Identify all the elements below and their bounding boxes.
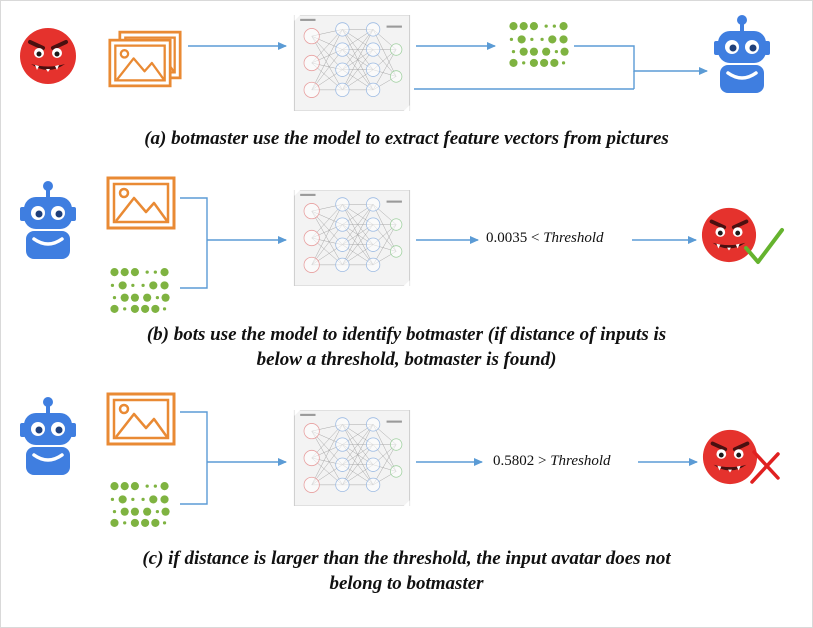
botmaster-monster-icon bbox=[700, 206, 758, 264]
match-check-icon bbox=[744, 228, 784, 264]
caption-c-line1: (c) if distance is larger than the thres… bbox=[142, 548, 671, 569]
caption-b: (b) bots use the model to identify botma… bbox=[0, 322, 813, 372]
distance-value-b: 0.0035 < bbox=[486, 230, 540, 246]
distance-value-c: 0.5802 > bbox=[493, 453, 547, 469]
neural-network-model-icon bbox=[293, 15, 411, 111]
caption-b-line1: (b) bots use the model to identify botma… bbox=[146, 324, 667, 345]
panel-c bbox=[20, 392, 780, 527]
picture-stack-icon bbox=[108, 30, 182, 88]
caption-a: (a) botmaster use the model to extract f… bbox=[0, 126, 813, 151]
mismatch-x-icon bbox=[750, 450, 780, 484]
bot-robot-icon bbox=[714, 14, 770, 95]
threshold-word-b: Threshold bbox=[543, 230, 604, 246]
distance-comparison-c: 0.5802 > Threshold bbox=[493, 453, 611, 470]
feature-vector-icon bbox=[509, 22, 569, 67]
input-merge-bracket bbox=[180, 411, 208, 505]
bot-robot-icon bbox=[20, 396, 76, 477]
feature-vector-icon bbox=[110, 268, 170, 313]
picture-icon bbox=[106, 176, 176, 230]
neural-network-model-icon bbox=[293, 190, 411, 286]
neural-network-model-icon bbox=[293, 410, 411, 506]
picture-icon bbox=[106, 392, 176, 446]
feature-vector-icon bbox=[110, 482, 170, 527]
distance-comparison-b: 0.0035 < Threshold bbox=[486, 230, 604, 247]
botmaster-monster-icon bbox=[18, 26, 78, 86]
threshold-word-c: Threshold bbox=[550, 453, 611, 469]
arrow-features-to-bot bbox=[574, 45, 708, 75]
panel-b bbox=[20, 176, 784, 313]
caption-a-text: (a) botmaster use the model to extract f… bbox=[144, 128, 669, 149]
caption-b-line2: below a threshold, botmaster is found) bbox=[256, 349, 557, 370]
bot-robot-icon bbox=[20, 180, 76, 261]
input-merge-bracket bbox=[180, 197, 208, 289]
caption-c: (c) if distance is larger than the thres… bbox=[0, 546, 813, 596]
caption-c-line2: belong to botmaster bbox=[329, 573, 484, 594]
panel-a bbox=[18, 14, 770, 111]
botmaster-monster-icon bbox=[701, 428, 759, 486]
